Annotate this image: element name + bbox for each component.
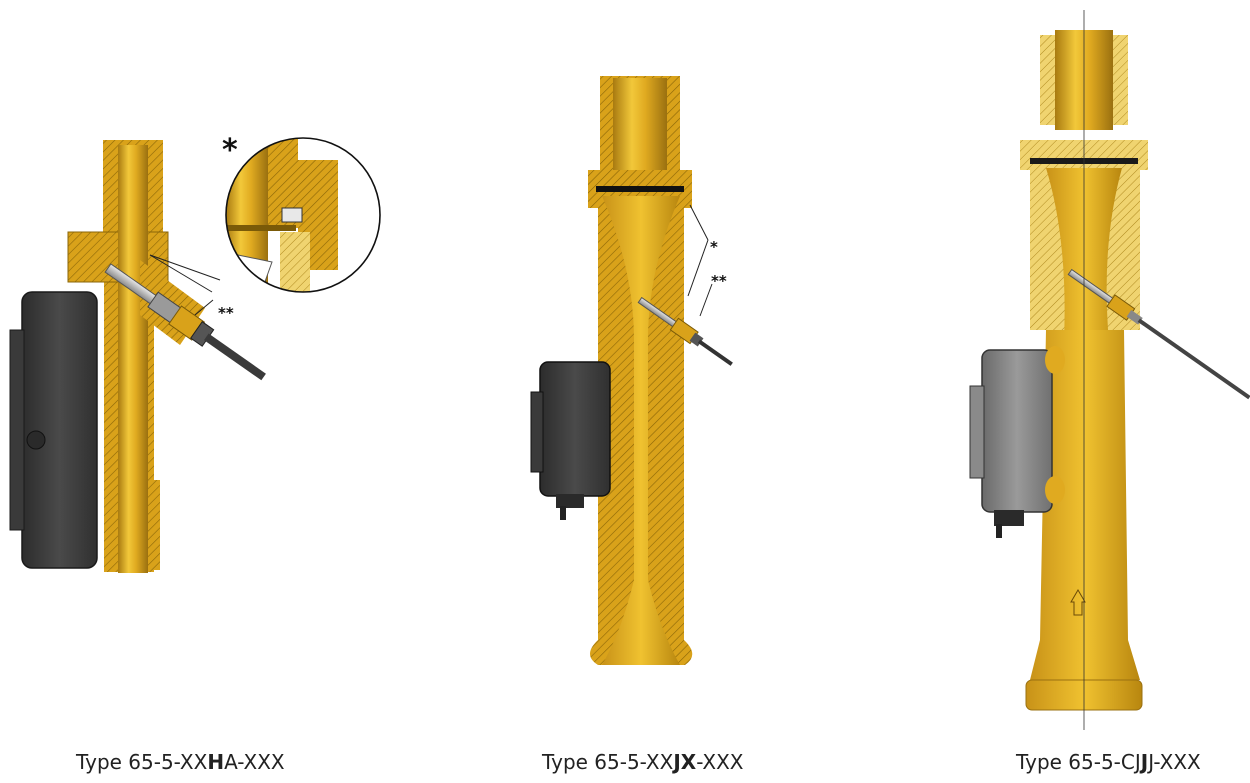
housing-screw-icon (26, 430, 46, 450)
seal-ring (596, 186, 684, 192)
electronics-housing (981, 349, 1053, 513)
marker-single-detail: * (222, 133, 238, 168)
meter-type-jj (969, 10, 1250, 730)
electronics-housing (539, 361, 611, 497)
caption-type-h: Type 65-5-XXHA-XXX (76, 750, 285, 774)
marker-single-2: * (710, 238, 718, 256)
caption-type-jj: Type 65-5-CJJJ-XXX (1016, 750, 1201, 774)
flow-bore (118, 145, 148, 573)
marker-double-1: ** (218, 304, 234, 322)
detail-view: * (222, 133, 381, 293)
temperature-sensor (104, 263, 266, 381)
meter-type-jx: * ** (530, 76, 733, 665)
meter-type-h: ** * (9, 133, 381, 573)
venturi-bore (602, 196, 680, 665)
temperature-sensor (637, 296, 733, 366)
electronics-housing (21, 291, 98, 569)
temperature-sensor (1067, 268, 1250, 400)
caption-type-jx: Type 65-5-XXJX-XXX (542, 750, 744, 774)
marker-double-2: ** (711, 272, 727, 290)
flow-direction-arrow-icon (1070, 589, 1086, 616)
